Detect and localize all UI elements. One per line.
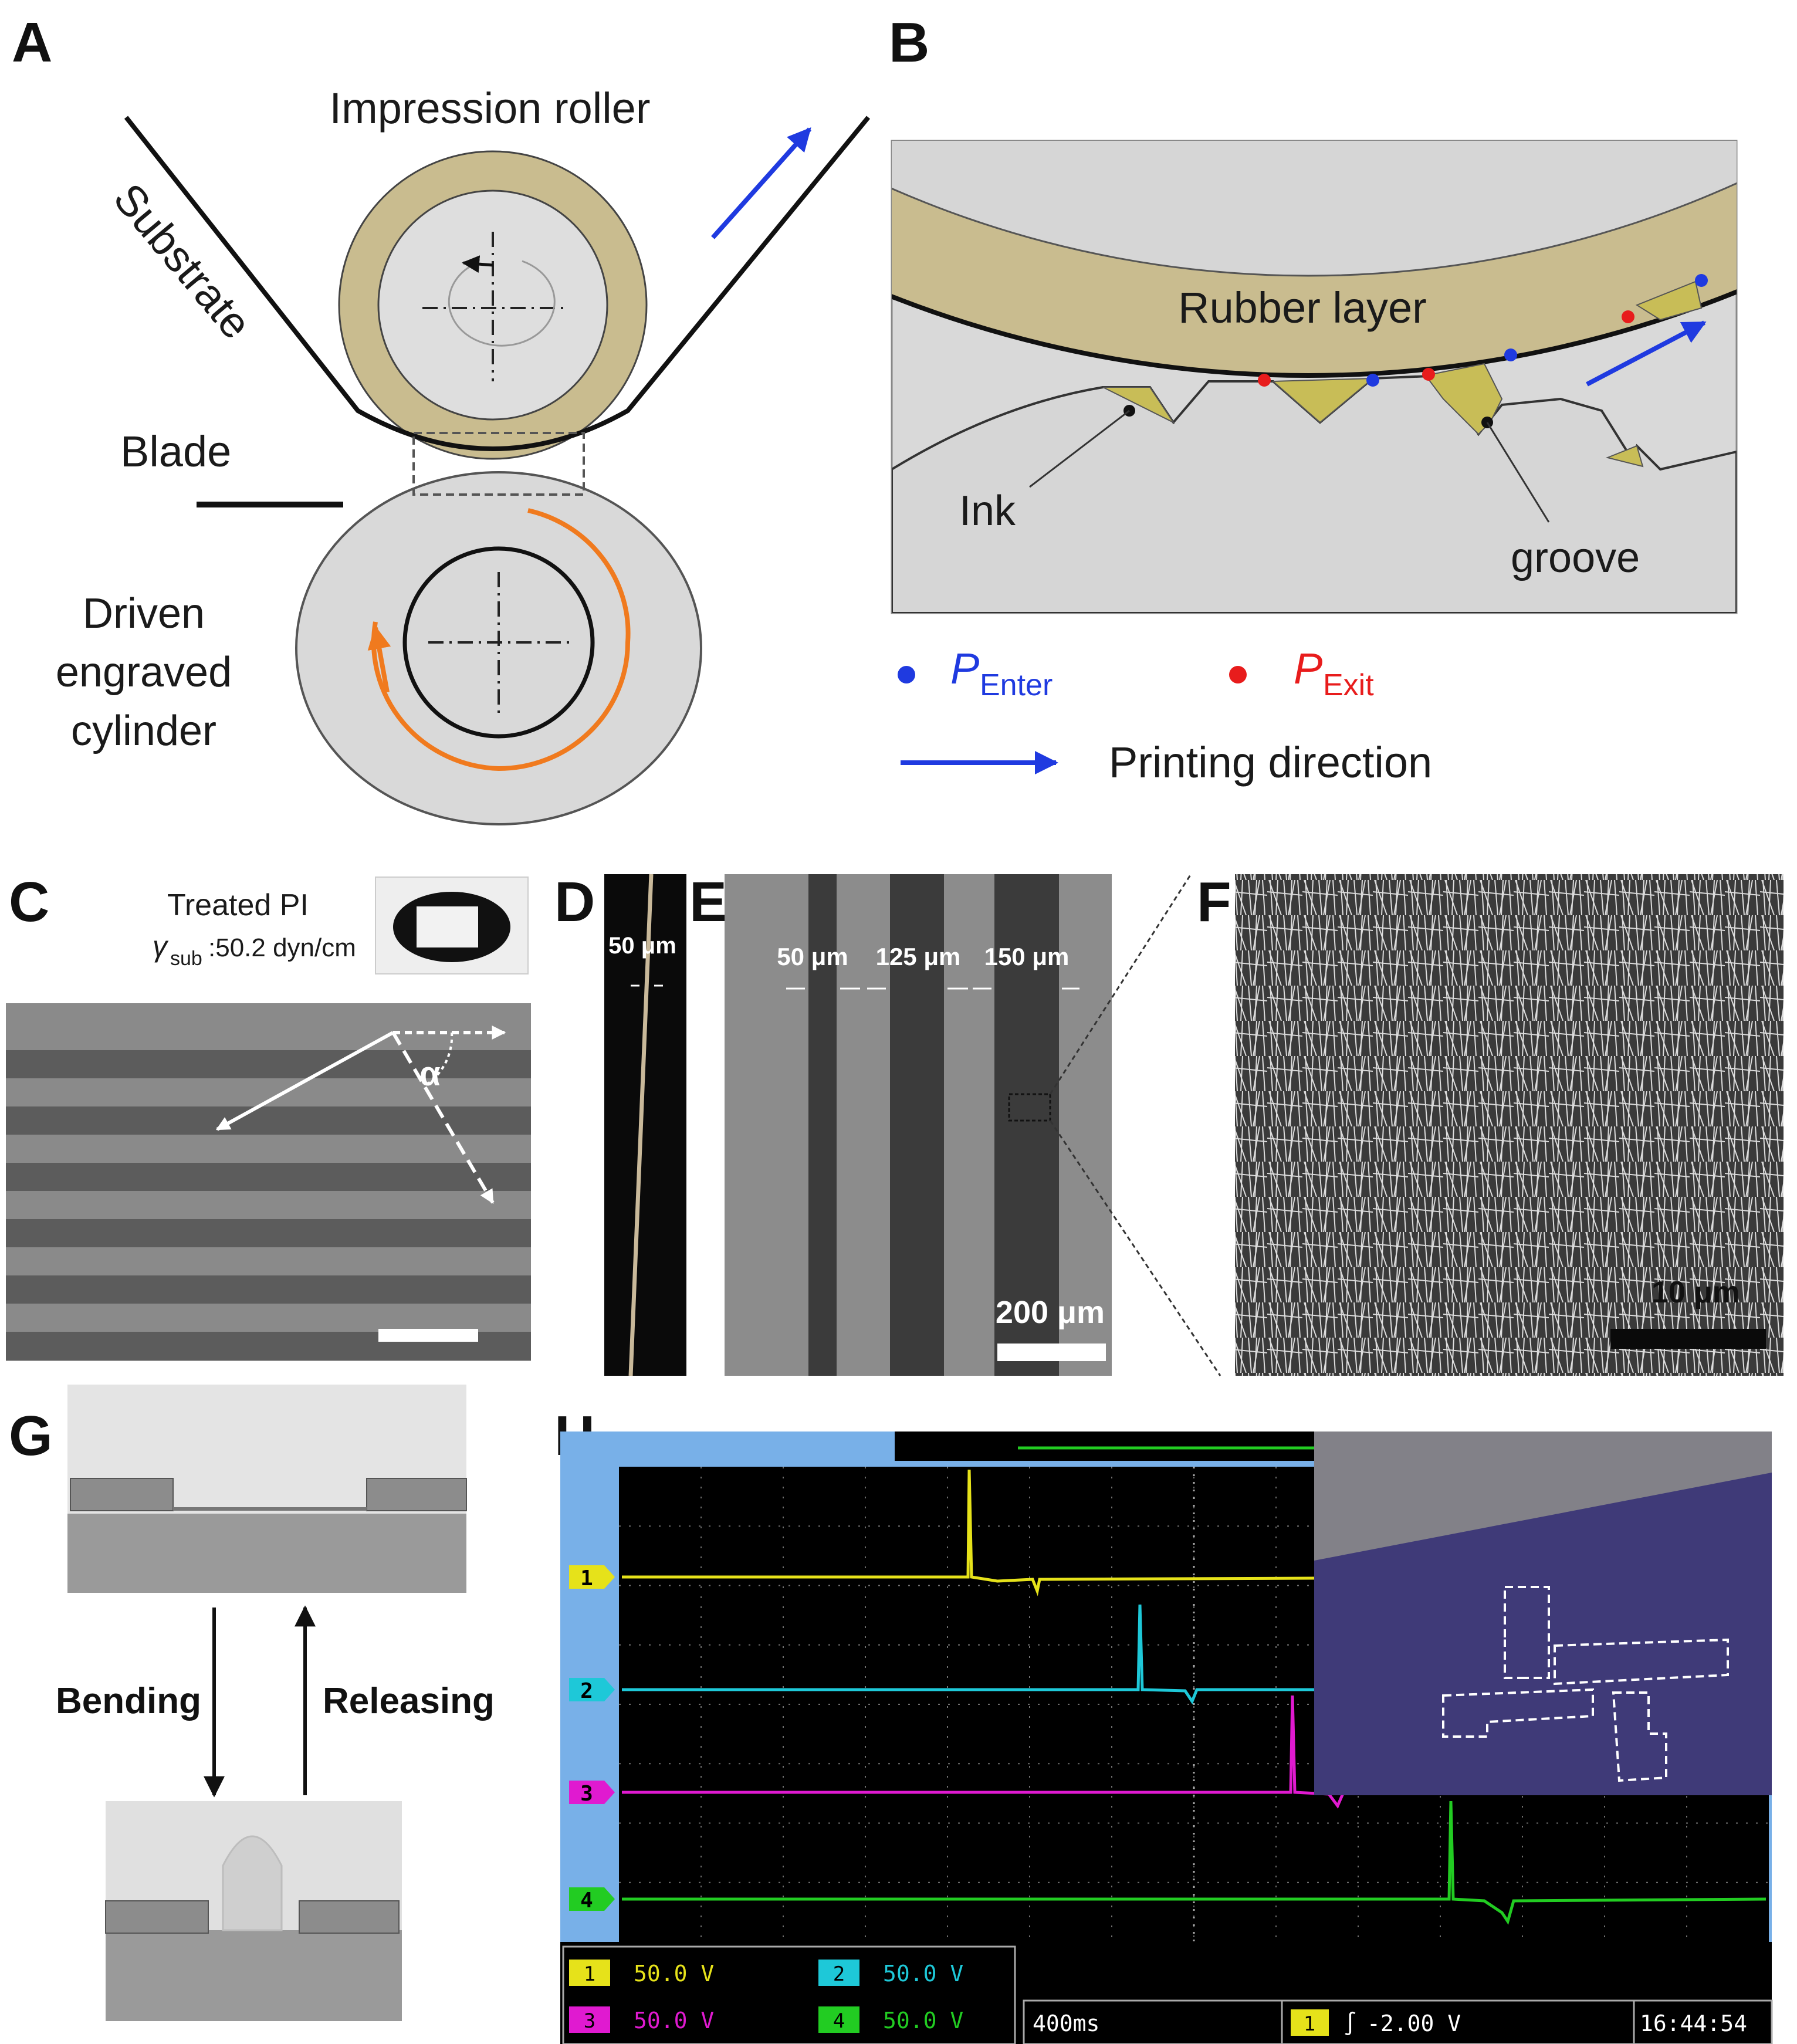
- treated-pi-label: Treated PI: [167, 888, 309, 922]
- timebase-readout: 400ms: [1033, 2011, 1099, 2036]
- panel-f-scale-label: 10 μm: [1652, 1275, 1740, 1309]
- direction-arrow: [215, 1031, 394, 1131]
- panel-d-image: [604, 874, 686, 1376]
- panel-a-schematic: [124, 116, 871, 825]
- panel-label-a: A: [12, 11, 52, 74]
- substrate-web: [124, 116, 871, 451]
- ch3-badge: 3: [584, 2009, 595, 2033]
- channel-2-tag: [569, 1678, 615, 1701]
- ch2-scale: 50.0 V: [883, 1961, 963, 1987]
- channel-1-tag: [569, 1565, 615, 1589]
- panel-d-width-label: 50 μm: [608, 933, 676, 959]
- gamma-subscript: sub: [170, 947, 202, 970]
- printed-line-150um: [994, 874, 1059, 1376]
- gamma-symbol: γ: [153, 930, 169, 963]
- legend-direction-label: Printing direction: [1109, 738, 1432, 787]
- engraved-surface: [892, 374, 1737, 613]
- p-exit-point: [1622, 310, 1634, 323]
- panel-label-c: C: [9, 871, 49, 933]
- channel-2-number: 2: [580, 1679, 593, 1703]
- rubber-layer-label: Rubber layer: [1178, 283, 1427, 332]
- ch1-scale: 50.0 V: [634, 1961, 714, 1987]
- legend-exit-marker: [1229, 666, 1247, 683]
- ch2-badge: 2: [833, 1962, 845, 1986]
- ch3-scale: 50.0 V: [634, 2008, 714, 2033]
- panel-label-e: E: [689, 871, 727, 933]
- trace-channel-1: [622, 1469, 1315, 1596]
- legend-enter-subscript: Enter: [980, 668, 1053, 702]
- ch1-badge: 1: [584, 1962, 595, 1986]
- trace-channel-2: [622, 1604, 1314, 1705]
- panel-e-image: [725, 874, 1112, 1376]
- p-enter-point: [1366, 374, 1379, 387]
- legend-enter-marker: [898, 666, 915, 683]
- channel-4-tag: [569, 1887, 615, 1911]
- cylinder-label-2: engraved: [56, 649, 232, 696]
- legend-exit-subscript: Exit: [1323, 668, 1374, 702]
- legend-enter-label: P: [950, 644, 979, 693]
- panel-b-legend: P Enter P Exit Printing direction: [898, 644, 1432, 787]
- scale-bar: [997, 1344, 1106, 1361]
- panel-e-width-2: 125 μm: [876, 943, 961, 970]
- panel-e-scale-label: 200 μm: [996, 1295, 1105, 1330]
- trigger-level-readout: -2.00 V: [1367, 2011, 1461, 2036]
- bending-label: Bending: [56, 1681, 201, 1721]
- panel-label-d: D: [554, 871, 595, 933]
- panel-g-flat-image: [67, 1385, 467, 1593]
- channel-3-tag: [569, 1781, 615, 1804]
- cylinder-label-1: Driven: [83, 590, 205, 637]
- blade-label: Blade: [120, 427, 231, 476]
- impression-roller-label: Impression roller: [330, 84, 651, 133]
- legend-exit-label: P: [1294, 644, 1322, 693]
- panel-label-f: F: [1197, 871, 1231, 933]
- panel-e-width-3: 150 μm: [984, 943, 1070, 970]
- panel-b-schematic: [891, 140, 1738, 614]
- trigger-channel-badge: 1: [1304, 2012, 1315, 2036]
- p-exit-point: [1258, 374, 1271, 387]
- oscilloscope-screen: [560, 1432, 1773, 2044]
- cylinder-label-3: cylinder: [71, 708, 216, 754]
- scale-bar: [378, 1329, 478, 1342]
- nip-zoom-box: [412, 432, 585, 496]
- panel-f-sem-image: [1235, 874, 1784, 1376]
- printed-line-125um: [890, 874, 944, 1376]
- ch4-scale: 50.0 V: [883, 2008, 963, 2033]
- channel-4-number: 4: [580, 1889, 593, 1913]
- direction-arrow: [711, 127, 811, 239]
- gamma-value: :50.2 dyn/cm: [208, 933, 356, 962]
- groove-label: groove: [1511, 534, 1640, 581]
- stripe-sample-image: [6, 1003, 531, 1361]
- ch4-badge: 4: [833, 2009, 845, 2033]
- panel-e-width-1: 50 μm: [777, 943, 848, 970]
- panel-g-bent-image: [105, 1801, 402, 2021]
- contact-angle-image: [375, 877, 529, 974]
- releasing-label: Releasing: [323, 1681, 495, 1721]
- panel-label-g: G: [9, 1405, 53, 1467]
- direction-arrow: [1586, 320, 1707, 387]
- p-exit-point: [1422, 368, 1435, 381]
- clock-readout: 16:44:54: [1640, 2011, 1747, 2036]
- channel-1-number: 1: [580, 1566, 593, 1590]
- ink-label: Ink: [959, 488, 1016, 534]
- p-enter-point: [1695, 274, 1708, 287]
- channel-3-number: 3: [580, 1782, 593, 1806]
- trace-channel-4: [622, 1801, 1766, 1925]
- rotation-arrow-orange: [371, 508, 631, 771]
- printed-line-50um: [808, 874, 837, 1376]
- panel-label-b: B: [889, 11, 929, 74]
- p-enter-point: [1504, 348, 1517, 361]
- ink-groove-2: [1271, 377, 1375, 424]
- alpha-label: α: [419, 1055, 441, 1093]
- ink-groove-1: [1102, 387, 1175, 424]
- trigger-edge-icon: ∫: [1343, 2011, 1357, 2036]
- scale-bar: [1610, 1329, 1766, 1349]
